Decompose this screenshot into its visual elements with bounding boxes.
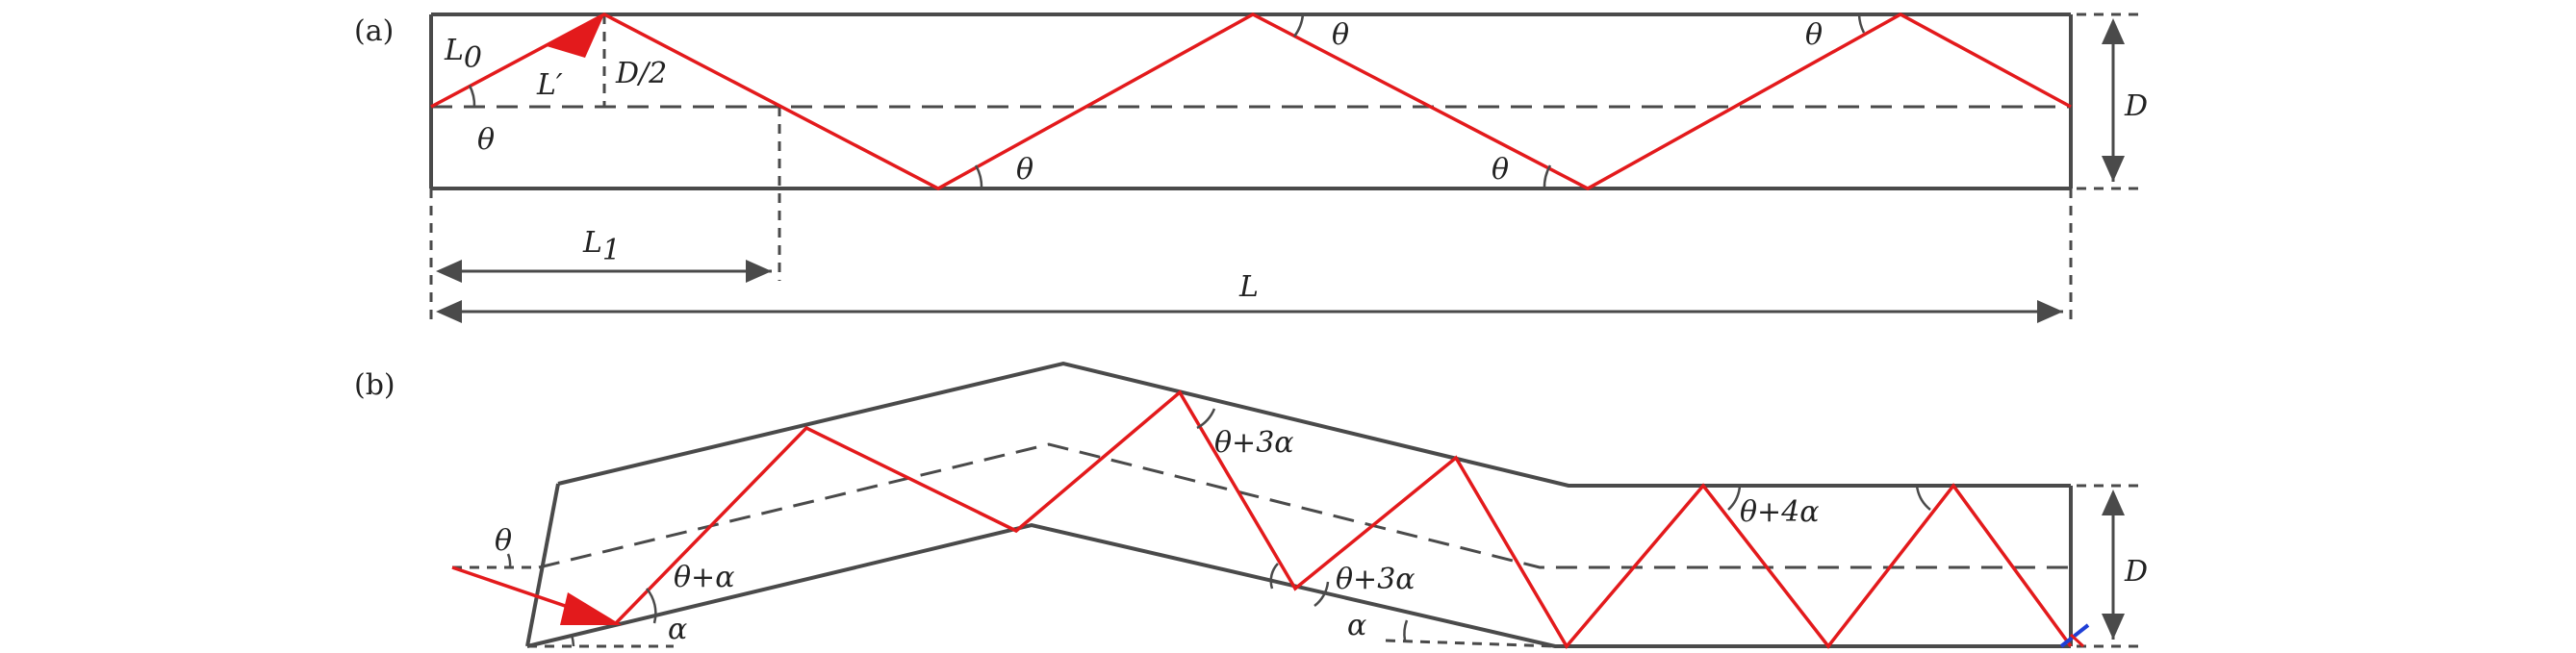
theta-label-5: θ bbox=[1805, 18, 1823, 52]
D-label-b: D bbox=[2124, 555, 2148, 589]
theta-label-1: θ bbox=[477, 123, 495, 157]
theta-4alpha-arc bbox=[1727, 485, 1742, 511]
alpha-reference-2 bbox=[1385, 639, 1556, 648]
theta-3alpha-label-top: θ+3α bbox=[1214, 426, 1294, 460]
end-mark bbox=[2059, 623, 2090, 648]
theta-3alpha-label-bottom: θ+3α bbox=[1336, 563, 1416, 596]
L0-label: L0 bbox=[444, 34, 482, 75]
theta-arc-2 bbox=[974, 164, 983, 189]
theta-4alpha-label: θ+4α bbox=[1740, 495, 1820, 529]
ray-arrowhead-b bbox=[560, 592, 622, 625]
alpha-label-1: α bbox=[668, 613, 687, 646]
theta-arc-b bbox=[506, 553, 512, 568]
theta-arc-4 bbox=[1543, 164, 1552, 189]
Lprime-label: L′ bbox=[536, 68, 563, 102]
bent-top-wall bbox=[557, 361, 2071, 488]
theta-label-2: θ bbox=[1016, 153, 1033, 187]
panel-b-label: (b) bbox=[354, 368, 395, 402]
theta-label-3: θ bbox=[1332, 18, 1349, 52]
bent-center-axis bbox=[538, 442, 2071, 569]
L-label: L bbox=[1238, 270, 1259, 304]
light-ray-b bbox=[614, 389, 2073, 650]
alpha-arc-2 bbox=[1403, 619, 1409, 641]
theta-arc-5 bbox=[1857, 13, 1866, 34]
alpha-label-2: α bbox=[1347, 609, 1366, 642]
panel-a-label: (a) bbox=[354, 14, 394, 48]
theta-3alpha-arc-top bbox=[1196, 408, 1216, 430]
light-ray-a bbox=[430, 13, 2072, 190]
theta-label-4: θ bbox=[1492, 153, 1509, 187]
panel-a: (a) L0 L′ D/2 θ θ θ θ θ L1 bbox=[354, 13, 2148, 327]
theta-alpha-label: θ+α bbox=[674, 561, 734, 594]
theta-label-b: θ bbox=[495, 524, 512, 558]
theta-3alpha-arc-bottom-left bbox=[1269, 563, 1279, 590]
theta-alpha-arc bbox=[646, 588, 657, 624]
ray-arrowhead-a bbox=[547, 14, 604, 58]
L1-label: L1 bbox=[582, 226, 621, 267]
panel-b: (b) θ θ+α α θ+3α bbox=[354, 361, 2148, 650]
D-label-a: D bbox=[2124, 89, 2148, 123]
alpha-arc-1 bbox=[570, 634, 575, 647]
D-half-label: D/2 bbox=[615, 57, 667, 90]
end-tick bbox=[2069, 633, 2085, 648]
theta-arc-3 bbox=[1292, 13, 1305, 38]
theta-3alpha-arc-bottom bbox=[1314, 581, 1330, 607]
theta-arc-1 bbox=[468, 85, 476, 108]
theta-4alpha-arc-2 bbox=[1915, 485, 1931, 511]
